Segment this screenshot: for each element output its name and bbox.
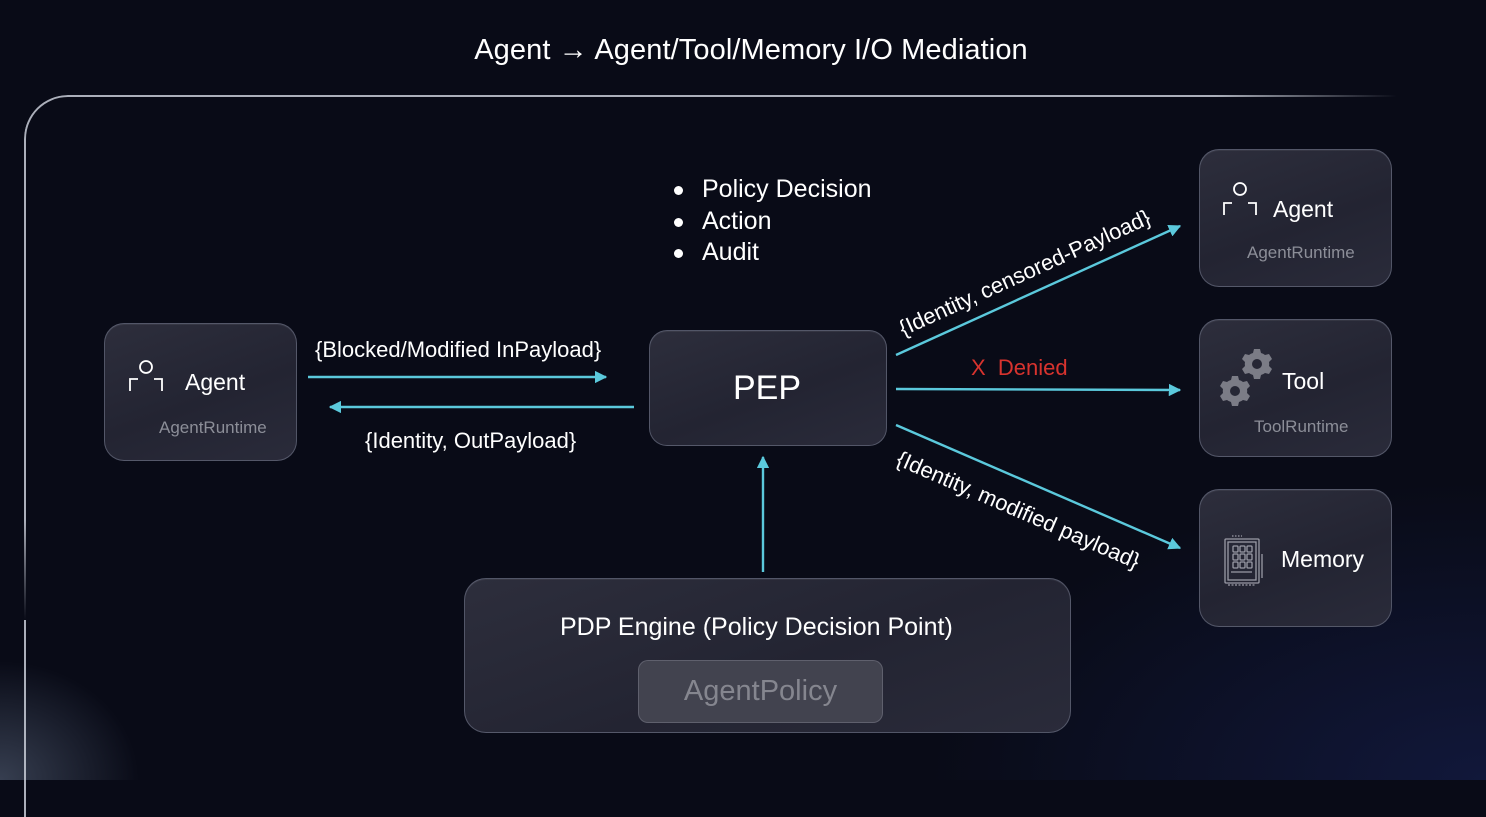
memory-node[interactable]: Memory	[1199, 489, 1392, 627]
label-pep-to-agent: {Identity, OutPayload}	[365, 428, 577, 453]
memory-label: Memory	[1281, 546, 1365, 572]
agent-policy-label: AgentPolicy	[683, 675, 838, 707]
tool-label: Tool	[1282, 368, 1325, 394]
source-agent-runtime: AgentRuntime	[159, 418, 267, 437]
diagram-title: Agent → Agent/Tool/Memory I/O Mediation	[474, 34, 1028, 66]
user-icon	[129, 360, 163, 391]
label-agent-to-pep: {Blocked/Modified InPayload}	[315, 337, 602, 362]
source-agent-node[interactable]: Agent AgentRuntime	[104, 323, 297, 461]
user-icon	[1223, 182, 1257, 215]
denied-text: Denied	[997, 355, 1068, 380]
source-agent-label: Agent	[185, 369, 246, 395]
tool-node[interactable]: Tool ToolRuntime	[1199, 319, 1392, 457]
pep-label: PEP	[733, 369, 802, 407]
bullet-action: Action	[668, 206, 872, 238]
pep-node[interactable]: PEP	[649, 330, 887, 446]
pdp-engine-node[interactable]: PDP Engine (Policy Decision Point) Agent…	[464, 578, 1071, 733]
frame-fade	[20, 520, 30, 620]
target-agent-label: Agent	[1273, 196, 1334, 222]
tool-runtime: ToolRuntime	[1254, 417, 1349, 436]
label-denied: X Denied	[971, 355, 1068, 381]
diagram-frame	[24, 95, 1426, 817]
agent-policy-chip[interactable]: AgentPolicy	[638, 660, 883, 723]
pep-functions-list: Policy Decision Action Audit	[668, 174, 872, 269]
gears-icon	[1220, 349, 1272, 406]
bullet-policy-decision: Policy Decision	[668, 174, 872, 206]
target-agent-node[interactable]: Agent AgentRuntime	[1199, 149, 1392, 287]
target-agent-runtime: AgentRuntime	[1247, 243, 1355, 262]
memory-chip-icon	[1224, 535, 1263, 586]
bullet-audit: Audit	[668, 237, 872, 269]
denied-x-icon: X	[971, 355, 986, 380]
pdp-title: PDP Engine (Policy Decision Point)	[560, 613, 953, 641]
